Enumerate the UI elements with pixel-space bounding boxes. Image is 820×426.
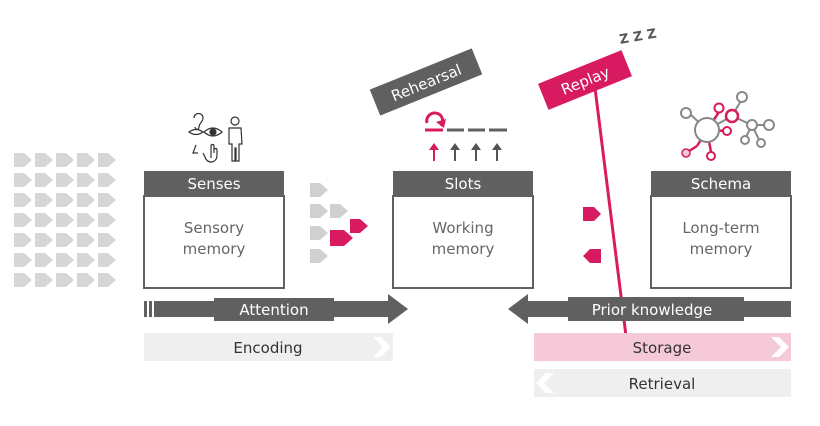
stimulus-marker bbox=[77, 273, 95, 287]
replay-line bbox=[592, 79, 628, 337]
replay-tag: Replay bbox=[538, 50, 632, 110]
network-icon bbox=[680, 91, 775, 161]
ear-icon bbox=[193, 112, 204, 130]
stimulus-marker bbox=[77, 233, 95, 247]
stimulus-marker bbox=[56, 193, 74, 207]
sensory-label-1: Sensory bbox=[184, 219, 244, 237]
prior-knowledge-label: Prior knowledge bbox=[592, 301, 713, 319]
stimulus-marker bbox=[98, 153, 116, 167]
stimulus-marker bbox=[14, 233, 32, 247]
stimulus-marker bbox=[77, 213, 95, 227]
working-label-2: memory bbox=[432, 240, 495, 258]
up-arrow-icon bbox=[471, 143, 481, 161]
stimulus-marker bbox=[98, 233, 116, 247]
stimulus-marker bbox=[77, 253, 95, 267]
stimulus-marker bbox=[98, 253, 116, 267]
attention-label: Attention bbox=[239, 301, 308, 319]
stimulus-marker bbox=[14, 253, 32, 267]
stimulus-marker bbox=[98, 213, 116, 227]
stimulus-marker bbox=[56, 173, 74, 187]
eye-icon bbox=[203, 127, 223, 137]
stimulus-marker bbox=[35, 213, 53, 227]
slots bbox=[425, 111, 507, 161]
up-arrow-icon bbox=[450, 143, 460, 161]
longterm-label-1: Long-term bbox=[682, 219, 759, 237]
stimulus-marker bbox=[35, 273, 53, 287]
retrieval-label: Retrieval bbox=[629, 375, 696, 393]
stimulus-marker bbox=[14, 153, 32, 167]
stimulus-marker bbox=[14, 173, 32, 187]
longterm-label-2: memory bbox=[690, 240, 753, 258]
stimulus-marker bbox=[35, 253, 53, 267]
stimulus-marker bbox=[98, 173, 116, 187]
stimulus-marker bbox=[14, 273, 32, 287]
up-arrow-icon bbox=[492, 143, 502, 161]
stimulus-marker bbox=[14, 213, 32, 227]
sensory-header: Senses bbox=[187, 175, 240, 193]
stimulus-marker bbox=[77, 153, 95, 167]
stimuli-grid bbox=[14, 153, 116, 287]
working-label-1: Working bbox=[432, 219, 493, 237]
stimulus-marker bbox=[56, 213, 74, 227]
sleep-indicator: Z Z Z bbox=[618, 27, 657, 48]
stimulus-marker bbox=[98, 193, 116, 207]
stimulus-marker bbox=[35, 173, 53, 187]
stimulus-marker bbox=[56, 153, 74, 167]
filtered-stimuli bbox=[310, 183, 368, 263]
stimulus-marker bbox=[35, 193, 53, 207]
working-memory-box: Slots Working memory bbox=[392, 171, 534, 289]
stimulus-marker bbox=[56, 253, 74, 267]
hand-icon bbox=[202, 143, 218, 163]
incoming-signal bbox=[583, 249, 601, 263]
stimulus-marker bbox=[77, 173, 95, 187]
prior-knowledge-arrow: Prior knowledge bbox=[508, 294, 791, 324]
stimulus-marker bbox=[56, 273, 74, 287]
encoding-label: Encoding bbox=[233, 339, 302, 357]
outgoing-signal bbox=[583, 207, 601, 221]
storage-bar: Storage bbox=[534, 333, 791, 361]
mouth-icon bbox=[187, 128, 205, 136]
encoding-bar: Encoding bbox=[144, 333, 393, 361]
stimulus-marker bbox=[56, 233, 74, 247]
storage-label: Storage bbox=[633, 339, 692, 357]
sensory-label-2: memory bbox=[183, 240, 246, 258]
up-arrow-icon bbox=[429, 143, 439, 161]
stimulus-marker bbox=[35, 153, 53, 167]
stimulus-marker bbox=[77, 193, 95, 207]
working-header: Slots bbox=[445, 175, 482, 193]
attention-arrow: Attention bbox=[144, 294, 408, 324]
longterm-header: Schema bbox=[691, 175, 751, 193]
sensory-memory-box: Senses Sensory memory bbox=[143, 171, 285, 289]
longterm-memory-box: Schema Long-term memory bbox=[650, 171, 792, 289]
person-icon bbox=[228, 116, 243, 162]
stimulus-marker bbox=[35, 233, 53, 247]
senses-icons bbox=[187, 112, 243, 163]
retrieval-bar: Retrieval bbox=[534, 369, 791, 397]
stimulus-marker bbox=[14, 193, 32, 207]
nose-icon bbox=[192, 144, 198, 154]
rehearsal-tag: Rehearsal bbox=[369, 48, 483, 116]
stimulus-marker bbox=[98, 273, 116, 287]
